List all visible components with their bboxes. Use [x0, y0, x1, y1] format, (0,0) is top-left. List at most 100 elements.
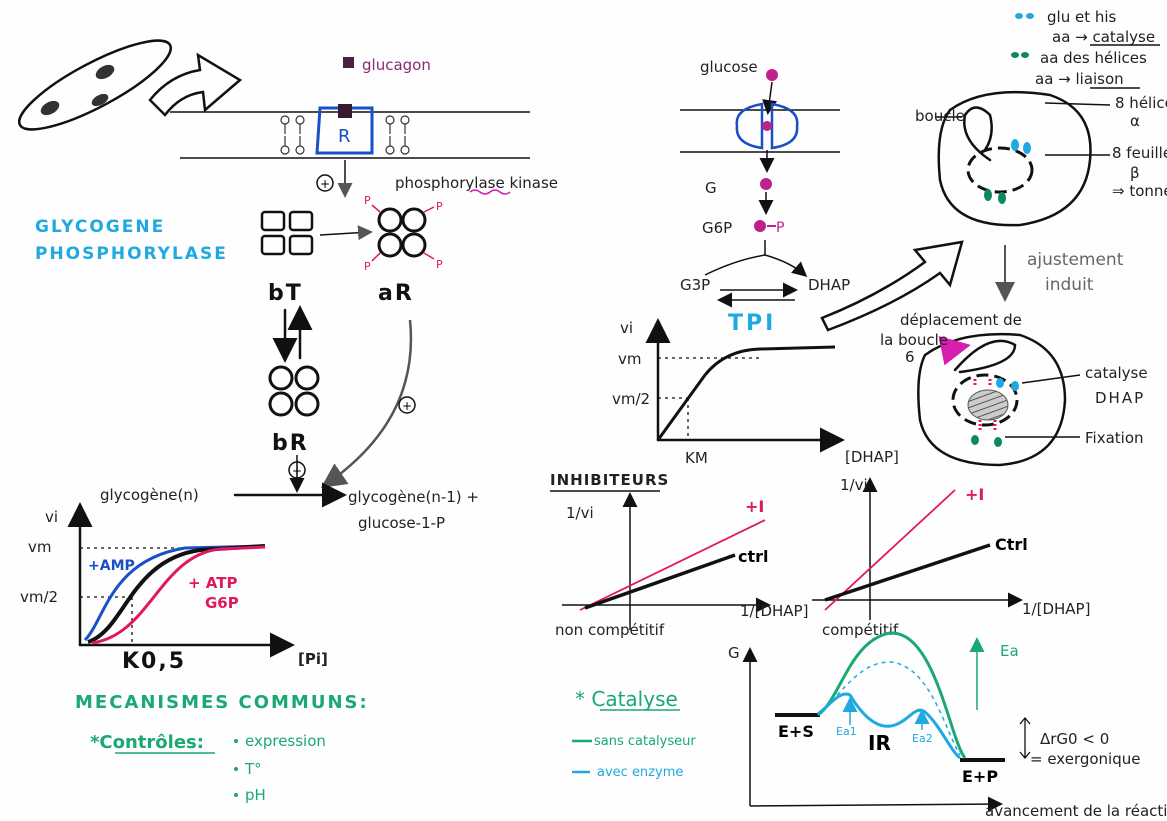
curve-atp: [91, 545, 266, 645]
residue-legend: glu et his aa → catalyse aa des hélices …: [1011, 8, 1160, 89]
michaelis-menten-graph: vi vm vm/2 KM [DHAP]: [612, 318, 899, 467]
left-controls-0: expression: [245, 732, 326, 750]
plus-icon: [316, 174, 334, 192]
middle-energy-ylabel: G: [728, 644, 740, 662]
controls-label: *Contrôles:: [90, 732, 204, 753]
left-plus: +: [402, 399, 412, 413]
middle-mm-xlabel: [DHAP]: [845, 448, 899, 466]
section-title-line1: GLYCOGENE: [35, 217, 165, 237]
right-sheets-2: β: [1130, 164, 1140, 182]
right-catalysis-1: catalyse: [1085, 364, 1148, 382]
right-move-2: la boucle: [880, 331, 948, 349]
hollow-arrow-icon: [820, 240, 964, 332]
middle-energy-dg: ΔrG0 < 0: [1040, 730, 1109, 748]
left-phospho: P: [364, 194, 371, 207]
atp-label: + ATP: [188, 574, 237, 592]
y-axis-label: vi: [45, 508, 58, 526]
controls-list: expression T° pH: [234, 732, 326, 804]
middle-mm-km: KM: [685, 449, 708, 467]
middle-inhib1-ylabel: 1/vi: [566, 504, 594, 522]
product-line1: glycogène(n-1) +: [348, 488, 479, 506]
induced-fit-line2: induit: [1045, 275, 1094, 295]
g3p-label: G3P: [680, 276, 710, 294]
enzyme-label: TPI: [728, 311, 776, 336]
right-legend-blue-1: glu et his: [1047, 8, 1117, 26]
enzyme-state-aR: [377, 207, 427, 258]
kinase-label: phosphorylase kinase: [395, 174, 558, 192]
liver-cell-icon: [17, 39, 173, 131]
catalysis-title: * Catalyse: [575, 687, 678, 711]
middle-inhib2-ylabel: 1/vi: [840, 476, 868, 494]
k05-label: K0,5: [122, 649, 186, 674]
curve-amp: [83, 544, 266, 642]
glucose-molecule-icon: [766, 69, 778, 81]
middle-inhib1-xlabel: 1/[DHAP]: [740, 602, 808, 620]
glucose-transporter: [680, 102, 840, 153]
vm2-label: vm/2: [20, 588, 58, 606]
receptor-label: R: [338, 126, 351, 147]
uncatalyzed-curve: [817, 631, 967, 759]
middle-inhib2-ctrl: Ctrl: [995, 535, 1028, 554]
left-controls-2: pH: [245, 786, 266, 804]
middle-p: P: [776, 220, 784, 236]
substrate-label: glycogène(n): [100, 486, 199, 504]
middle-inhib1-plus-i: +I: [745, 497, 764, 516]
middle-inhib2-plus-i: +I: [965, 485, 984, 504]
middle-inhib1-ctrl: ctrl: [738, 547, 769, 566]
left-controls-1: T°: [244, 760, 262, 778]
right-loop: boucle: [915, 107, 965, 125]
middle-inhib1-type: non compétitif: [555, 621, 665, 639]
right-helices-2: α: [1130, 112, 1140, 130]
legend-enzyme: avec enzyme: [597, 765, 683, 780]
receptor: R: [315, 104, 374, 155]
right-catalysis-2: DHAP: [1095, 389, 1145, 407]
left-phospho: P: [436, 200, 443, 213]
glucose-label: glucose: [700, 58, 758, 76]
enzyme-state-bT: [260, 210, 314, 256]
middle-energy-es: E+S: [778, 722, 814, 741]
induced-fit-line1: ajustement: [1027, 250, 1124, 270]
middle-inhib2-type: compétitif: [822, 621, 899, 639]
right-sheets-3: ⇒ tonneau: [1112, 182, 1167, 200]
middle-mm-ylabel: vi: [620, 319, 633, 337]
state-bT-label: bT: [268, 281, 303, 306]
right-binding: Fixation: [1085, 429, 1144, 447]
x-axis-label: [Pi]: [298, 650, 328, 668]
g6p-label: G6P: [702, 219, 732, 237]
middle-mm-vm2: vm/2: [612, 390, 650, 408]
enzyme-curve: [817, 692, 962, 760]
middle-mm-vm: vm: [618, 350, 642, 368]
plus-sign: +: [320, 177, 330, 191]
right-move-1: déplacement de: [900, 311, 1022, 329]
right-legend-green-1: aa des hélices: [1040, 49, 1147, 67]
middle-energy-xlabel: avancement de la réaction: [985, 802, 1167, 820]
right-legend-green-2: aa → liaison: [1035, 70, 1124, 88]
common-mechanisms-title: MECANISMES COMMUNS:: [75, 692, 369, 713]
section-title-line2: PHOSPHORYLASE: [35, 244, 228, 264]
product-line2: glucose-1-P: [358, 514, 445, 532]
amp-label: +AMP: [88, 558, 135, 574]
g6p-label: G6P: [205, 594, 239, 612]
legend-uncatalyzed: sans catalyseur: [594, 734, 696, 749]
competitive-inhibition-graph: 1/vi +I Ctrl 1/[DHAP] compétitif: [812, 476, 1090, 639]
middle-energy-exergonic: = exergonique: [1030, 750, 1140, 768]
tim-barrel-bound-structure: déplacement de la boucle 6 catalyse DHAP…: [880, 311, 1148, 467]
energy-profile-graph: G E+S IR E+P Ea1 Ea2 Ea ΔrG0 < 0 = exerg…: [728, 631, 1167, 820]
left-plus: +: [292, 464, 302, 478]
right-sheets-1: 8 feuillets: [1112, 144, 1167, 162]
right-helices-1: 8 hélices: [1115, 94, 1167, 112]
state-bR-label: bR: [272, 431, 309, 456]
enzyme-state-bR: [268, 365, 320, 417]
dhap-label: DHAP: [808, 276, 850, 294]
g-label: G: [705, 179, 717, 197]
hollow-arrow-icon: [148, 52, 243, 117]
middle-energy-ea2: Ea2: [912, 732, 933, 745]
left-phospho: P: [436, 258, 443, 271]
phosphate-groups: P P P P: [364, 194, 443, 273]
glucagon-label: glucagon: [362, 56, 431, 74]
right-move-3: 6: [905, 348, 915, 366]
right-legend-blue-2: aa → catalyse: [1052, 28, 1155, 46]
vm-label: vm: [28, 538, 52, 556]
